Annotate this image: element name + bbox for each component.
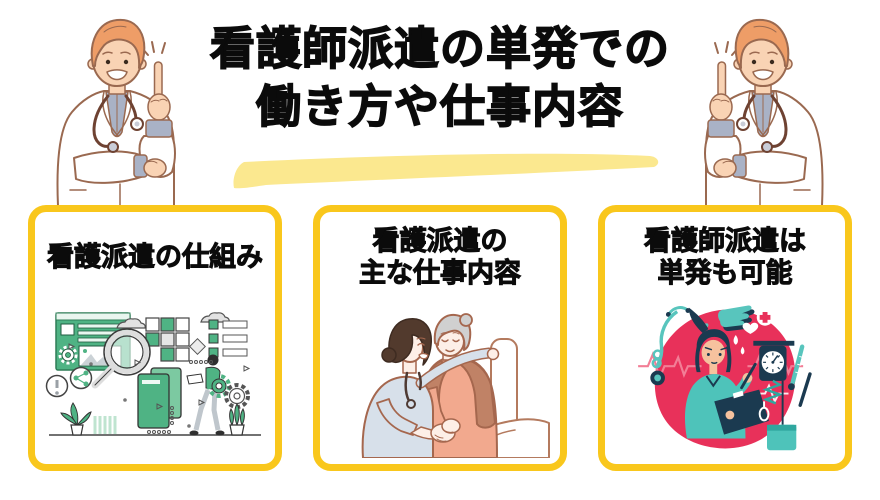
doctor-left-illustration xyxy=(56,18,176,206)
card-work-content-title-line1: 看護派遣の xyxy=(372,226,508,257)
page-title-line1: 看護師派遣の単発での xyxy=(209,22,670,74)
card-structure-illustration xyxy=(35,308,275,458)
card-work-content: 看護派遣の 主な仕事内容 xyxy=(313,205,567,471)
card-single-shift-title-line2: 単発も可能 xyxy=(657,258,793,289)
card-single-shift-title-line1: 看護師派遣は xyxy=(644,226,807,257)
card-structure-title: 看護派遣の仕組み xyxy=(35,226,275,290)
title-highlight-swoosh xyxy=(233,153,659,189)
card-structure: 看護派遣の仕組み xyxy=(28,205,282,471)
research-scene-illustration xyxy=(45,312,261,436)
page-title: 看護師派遣の単発での 働き方や仕事内容 xyxy=(0,20,880,135)
nurse-vitals-illustration xyxy=(637,305,812,451)
card-structure-title-line1: 看護派遣の仕組み xyxy=(47,242,264,273)
card-single-shift-title: 看護師派遣は 単発も可能 xyxy=(605,226,845,290)
doctor-right-illustration xyxy=(703,18,824,206)
nurse-elderly-illustration xyxy=(361,313,550,458)
card-single-shift: 看護師派遣は 単発も可能 xyxy=(598,205,852,471)
card-work-content-title: 看護派遣の 主な仕事内容 xyxy=(320,226,560,290)
page-title-line2: 働き方や仕事内容 xyxy=(255,80,624,132)
topic-cards: 看護派遣の仕組み xyxy=(28,205,852,471)
card-single-shift-illustration xyxy=(605,292,845,458)
card-work-content-illustration xyxy=(320,303,560,458)
card-work-content-title-line2: 主な仕事内容 xyxy=(359,258,522,289)
